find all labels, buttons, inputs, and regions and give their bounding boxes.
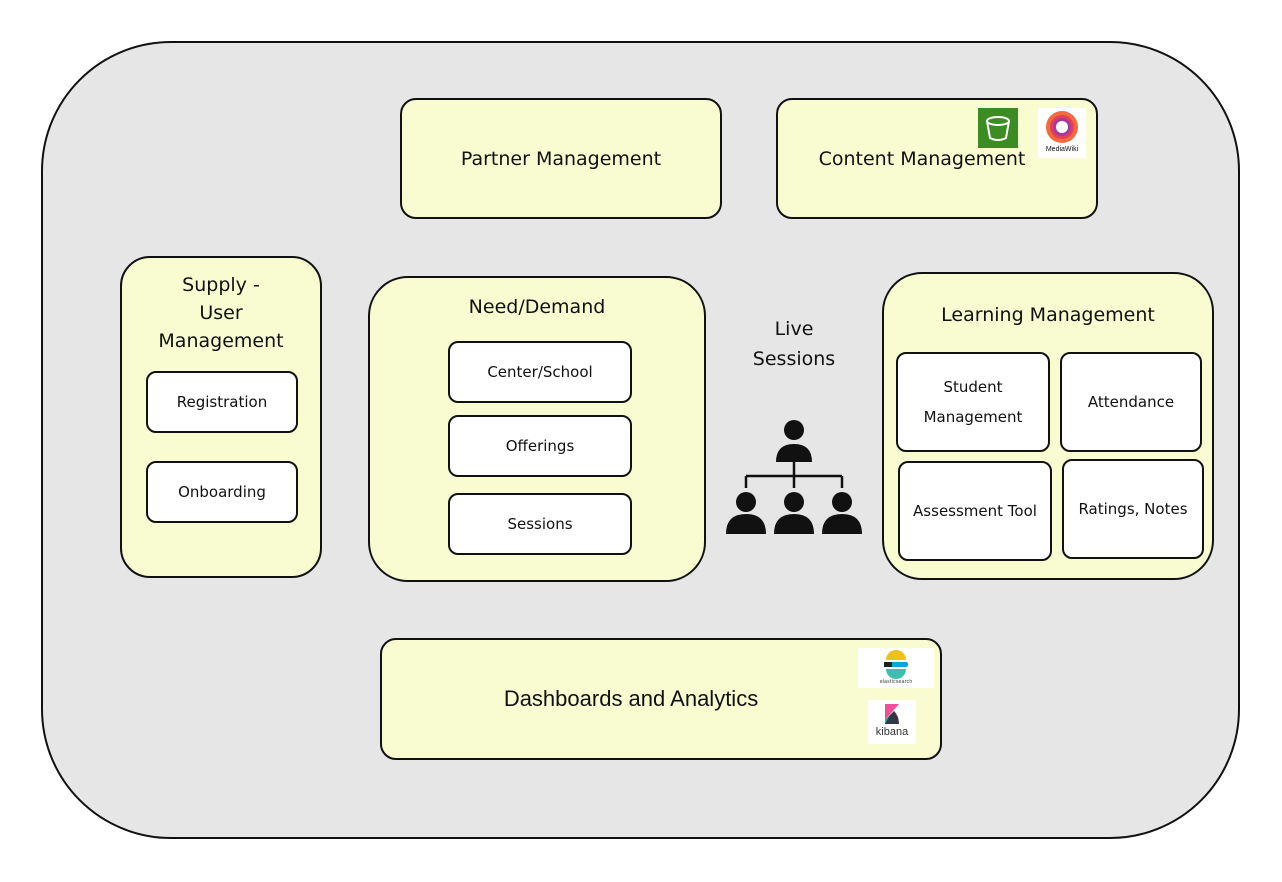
partner-management-box[interactable]: Partner Management xyxy=(400,98,722,219)
student-management-line1: Student xyxy=(943,378,1003,396)
supply-title-line1: Supply - xyxy=(182,274,260,296)
elasticsearch-logo-icon: elasticsearch xyxy=(858,648,934,688)
registration-box[interactable]: Registration xyxy=(146,371,298,433)
partner-management-title: Partner Management xyxy=(460,147,662,170)
supply-title-line3: Management xyxy=(158,330,284,352)
s3-bucket-icon xyxy=(978,108,1018,148)
onboarding-box[interactable]: Onboarding xyxy=(146,461,298,523)
mediawiki-logo-icon: MediaWiki xyxy=(1038,108,1086,158)
assessment-tool-box[interactable]: Assessment Tool xyxy=(898,461,1052,561)
dashboards-analytics-box[interactable]: Dashboards and Analytics elasticsearch k… xyxy=(380,638,942,760)
need-demand-title: Need/Demand xyxy=(468,296,606,318)
elasticsearch-logo-text: elasticsearch xyxy=(879,679,913,685)
learning-management-box[interactable]: Learning Management Student Management A… xyxy=(882,272,1214,580)
kibana-logo-text: kibana xyxy=(875,726,909,738)
ratings-notes-box[interactable]: Ratings, Notes xyxy=(1062,459,1204,559)
supply-title-line2: User xyxy=(199,302,243,324)
live-sessions-label: Live Sessions xyxy=(744,314,844,374)
live-sessions-line2: Sessions xyxy=(752,348,836,370)
offerings-box[interactable]: Offerings xyxy=(448,415,632,477)
hierarchy-people-icon xyxy=(726,420,862,534)
student-management-line2: Management xyxy=(923,408,1023,426)
attendance-box[interactable]: Attendance xyxy=(1060,352,1202,452)
kibana-logo-icon: kibana xyxy=(868,700,916,744)
need-demand-box[interactable]: Need/Demand Center/School Offerings Sess… xyxy=(368,276,706,582)
dashboards-analytics-title: Dashboards and Analytics xyxy=(503,686,759,711)
live-sessions-line1: Live xyxy=(774,318,814,340)
center-school-box[interactable]: Center/School xyxy=(448,341,632,403)
sessions-box[interactable]: Sessions xyxy=(448,493,632,555)
learning-management-title: Learning Management xyxy=(941,304,1155,326)
supply-user-management-box[interactable]: Supply - User Management Registration On… xyxy=(120,256,322,578)
content-management-title: Content Management xyxy=(818,147,1026,170)
mediawiki-logo-text: MediaWiki xyxy=(1045,146,1079,153)
student-management-box[interactable]: Student Management xyxy=(896,352,1050,452)
content-management-box[interactable]: Content Management MediaWiki xyxy=(776,98,1098,219)
